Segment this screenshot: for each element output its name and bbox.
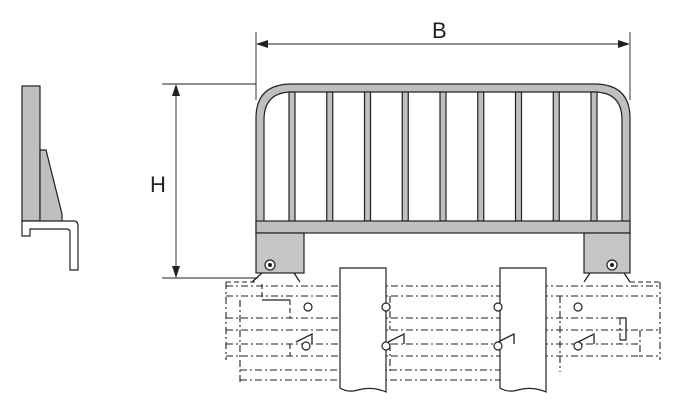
barrier-vertical-bar (401, 91, 409, 222)
h-label: H (150, 172, 166, 197)
stack-bolt (303, 302, 313, 312)
h-arrow-top (172, 84, 180, 96)
barrier-vertical-bar (477, 91, 485, 222)
barrier-vertical-bar (288, 91, 296, 222)
stack-post-solid (499, 267, 547, 393)
side-profile-view (21, 85, 79, 271)
stack-bolt (573, 302, 583, 312)
barrier-bottom-rail (255, 220, 631, 234)
foot-edge (583, 272, 591, 283)
side-brace (39, 149, 63, 223)
stack-bolt (381, 341, 391, 351)
stack-bracket (620, 317, 627, 341)
stack-bracket (387, 332, 405, 344)
dimension-h: H (150, 83, 258, 279)
barrier-bars (288, 91, 598, 222)
stack-bracket (497, 332, 515, 344)
foot-bolt-right-center (610, 263, 614, 267)
front-barrier (251, 83, 631, 283)
barrier-vertical-bar (514, 91, 523, 222)
side-post (21, 85, 41, 222)
stack-bolt (381, 302, 391, 312)
foot-bolt-left-center (268, 263, 272, 267)
foot-edge (293, 272, 301, 283)
stack-bolt (493, 302, 503, 312)
dimension-b: B (255, 18, 631, 100)
barrier-vertical-bar (439, 91, 447, 222)
side-foot-hook (21, 220, 79, 271)
foot-edge (251, 272, 263, 283)
barrier-foot-left (255, 232, 305, 274)
stack-bolt (573, 341, 583, 351)
b-label: B (432, 18, 447, 43)
stack-post-solid (339, 267, 387, 393)
stack-bolt (301, 341, 311, 351)
stack-bracket (295, 332, 313, 344)
barrier-vertical-bar (590, 91, 598, 222)
foot-edge (623, 272, 631, 283)
h-arrow-bottom (172, 266, 180, 278)
b-arrow-right (618, 40, 630, 48)
b-arrow-left (256, 40, 268, 48)
barrier-vertical-bar (552, 91, 560, 222)
stack-bracket (577, 332, 595, 344)
stack-bolt (493, 341, 503, 351)
barrier-vertical-bar (363, 91, 372, 222)
stacked-barriers (225, 267, 661, 393)
barrier-vertical-bar (326, 91, 334, 222)
